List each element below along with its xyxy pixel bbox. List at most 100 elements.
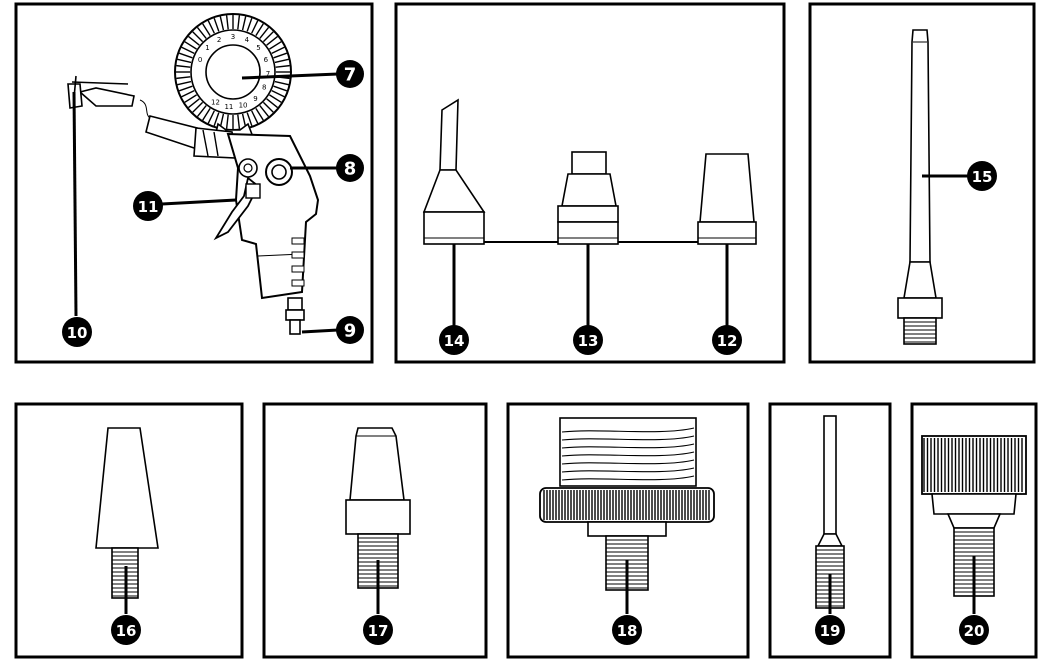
callout-14: 14: [439, 325, 469, 355]
gauge-serration: [251, 110, 259, 124]
gauge-serration: [269, 41, 282, 50]
gauge-scale-label: 8: [262, 84, 266, 92]
cone-nozzle-14: [422, 98, 486, 245]
gauge-serration: [207, 20, 215, 34]
callout-18: 18: [612, 615, 642, 645]
gauge-scale-label: 3: [231, 33, 235, 41]
gun-body: [213, 132, 320, 335]
callout-15-label: 15: [972, 168, 993, 186]
gauge-serration: [271, 90, 285, 98]
callout-9: 9: [336, 316, 364, 344]
gauge-serration: [176, 76, 191, 80]
callout-15: 15: [967, 161, 997, 191]
gauge-serration: [273, 52, 288, 59]
callout-13-label: 13: [578, 332, 599, 350]
gauge-scale-label: 11: [224, 103, 233, 111]
gauge-serration: [241, 16, 247, 31]
gauge-serrations: [176, 15, 290, 129]
gauge-serration: [262, 101, 274, 113]
gauge-serration: [266, 35, 279, 46]
gauge-serration: [176, 64, 191, 68]
gauge-serration: [274, 58, 289, 64]
gauge-serration: [177, 58, 192, 64]
gauge-serration: [192, 31, 204, 43]
callout-8-label: 8: [344, 159, 357, 180]
cap-thread-line: [561, 475, 695, 481]
cap-thread-line: [561, 443, 695, 449]
gauge-serration: [259, 105, 270, 118]
callout-16-label: 16: [116, 622, 137, 640]
cap-thread-line: [561, 451, 695, 457]
gauge-serration: [275, 64, 290, 68]
panel-part-20: 20: [910, 402, 1038, 659]
gauge-serration: [202, 23, 211, 36]
gauge-serration: [181, 46, 195, 54]
callout-20-label: 20: [964, 622, 985, 640]
callout-19: 19: [815, 615, 845, 645]
gauge-serration: [181, 90, 195, 98]
thread-15: [904, 321, 936, 343]
callout-10: 10: [62, 317, 92, 347]
callout-7: 7: [336, 60, 364, 88]
gauge-scale-label: 7: [266, 70, 270, 78]
panel-part-19: 19: [768, 402, 892, 659]
knurl-18: [543, 490, 710, 520]
callout-10-label: 10: [67, 324, 88, 342]
panel-part-16: 16: [14, 402, 244, 659]
tapered-nozzle-12: [697, 153, 757, 245]
gauge-serration: [213, 17, 220, 32]
cap-thread-18: [561, 427, 695, 481]
cap-thread-line: [561, 435, 695, 441]
gauge-serration: [273, 85, 288, 92]
knurl-20: [923, 438, 1023, 492]
gauge-serration: [259, 26, 270, 39]
panel-long-nozzle: 15: [808, 2, 1036, 364]
gauge-serration: [255, 23, 264, 36]
gauge-serration: [237, 15, 241, 30]
gauge-scale-label: 10: [239, 102, 248, 110]
gauge-serration: [187, 35, 200, 46]
gauge-serration: [251, 20, 259, 34]
cap-thread-line: [561, 467, 695, 473]
gauge-serration: [187, 98, 200, 109]
gauge-serration: [213, 112, 220, 127]
gauge-serration: [246, 112, 253, 127]
gauge-serration: [192, 101, 204, 113]
gauge-serration: [246, 17, 253, 32]
gauge-serration: [225, 15, 229, 30]
gauge-serration: [219, 16, 225, 31]
callout-11: 11: [133, 191, 163, 221]
gauge-scale-label: 6: [264, 56, 269, 64]
callout-13: 13: [573, 325, 603, 355]
cap-thread-line: [561, 427, 695, 433]
gauge-scale-label: 2: [217, 36, 221, 44]
callout-11-label: 11: [138, 198, 159, 216]
gauge-serration: [177, 80, 192, 86]
panel-nozzle-set: 14 13 12: [394, 2, 786, 364]
gauge-serration: [196, 105, 207, 118]
gauge-serration: [271, 46, 285, 54]
gauge-serration: [237, 114, 241, 129]
panel-part-18: 18: [506, 402, 750, 659]
gauge-serration: [184, 41, 197, 50]
callout-9-label: 9: [344, 321, 357, 342]
gauge-serration: [255, 108, 264, 121]
gauge-scale-label: 5: [256, 44, 260, 52]
gauge-serration: [178, 85, 193, 92]
callout-20: 20: [959, 615, 989, 645]
callout-7-label: 7: [344, 65, 357, 86]
gauge-serration: [266, 98, 279, 109]
gauge-serration: [274, 80, 289, 86]
gauge-scale-label: 9: [253, 95, 257, 103]
gauge-scale-label: 12: [211, 98, 220, 106]
gauge-serration: [184, 94, 197, 103]
stepped-nozzle-13: [557, 151, 619, 245]
gauge-serration: [207, 110, 215, 124]
gauge-serration: [269, 94, 282, 103]
gauge-serration: [196, 26, 207, 39]
callout-8: 8: [336, 154, 364, 182]
gauge-scale-label: 4: [245, 36, 250, 44]
